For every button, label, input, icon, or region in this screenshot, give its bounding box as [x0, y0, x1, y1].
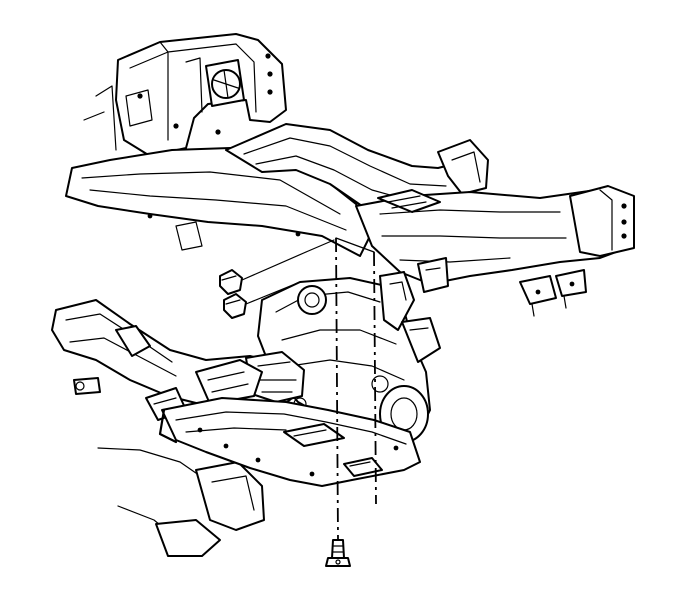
- frame-side-rail-right: [355, 185, 635, 317]
- alignment-lines: [335, 237, 377, 541]
- frame-side-rail-left: [65, 85, 373, 257]
- mounting-bolt: [325, 539, 351, 567]
- frame-rear-crossmember: [115, 33, 287, 157]
- skid-plate: [158, 397, 421, 487]
- nut-upper: [219, 239, 335, 295]
- nut-lower: [223, 281, 301, 319]
- frame-center-crossmember: [225, 123, 489, 213]
